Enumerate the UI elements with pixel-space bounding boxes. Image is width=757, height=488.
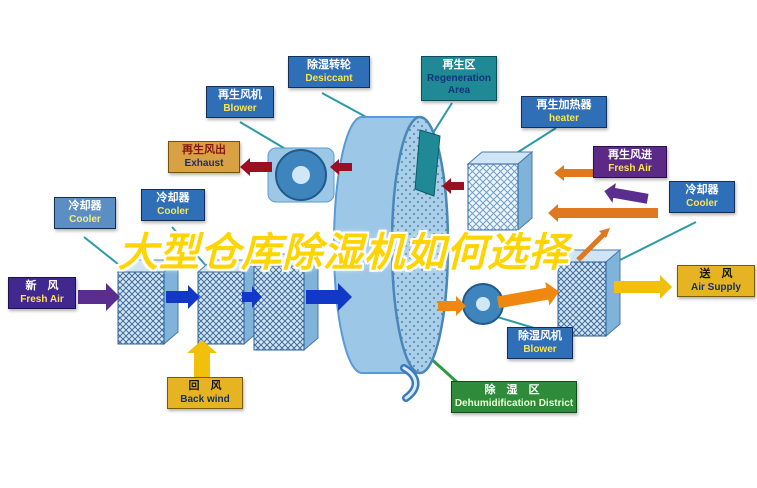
ahu-box-right bbox=[556, 248, 622, 338]
arrow-fresh-air-inlet bbox=[78, 283, 120, 311]
label-cooler-right-zh: 冷却器 bbox=[685, 184, 719, 196]
ahu-box-1 bbox=[116, 258, 180, 346]
arrow-air-supply bbox=[614, 275, 672, 299]
bypass-duct-icon bbox=[400, 364, 420, 402]
arrow-hot-air-to-wheel bbox=[442, 178, 464, 194]
regeneration-fan-icon bbox=[267, 147, 335, 203]
label-dehumid-blower: 除湿风机 Blower bbox=[507, 327, 573, 360]
label-regen-fresh-air: 再生风进 Fresh Air bbox=[593, 146, 667, 179]
label-dehumid-district-en: Dehumidification District bbox=[454, 397, 574, 409]
arrow-process-1 bbox=[166, 285, 200, 309]
label-regen-fresh-air-zh: 再生风进 bbox=[608, 149, 652, 161]
label-desiccant-wheel-zh: 除湿转轮 bbox=[307, 59, 351, 71]
label-dehumid-district-zh: 除 湿 区 bbox=[484, 384, 544, 396]
label-exhaust-en: Exhaust bbox=[184, 157, 224, 169]
label-back-wind-en: Back wind bbox=[180, 393, 230, 405]
label-regen-heater-en: heater bbox=[548, 112, 579, 124]
label-regeneration-area-zh: 再生区 bbox=[442, 59, 476, 71]
label-regen-heater-zh: 再生加热器 bbox=[536, 99, 592, 111]
arrow-dry-air-to-ahu bbox=[496, 281, 560, 309]
regeneration-sector bbox=[414, 129, 441, 197]
arrow-dry-air-out bbox=[438, 296, 466, 316]
arrow-regen-fresh-air bbox=[604, 183, 649, 204]
label-cooler-left-inner: 冷却器 Cooler bbox=[141, 189, 205, 222]
arrow-return-air bbox=[187, 340, 217, 382]
label-air-supply: 送 风 Air Supply bbox=[677, 265, 755, 298]
arrow-regen-exhaust-2 bbox=[240, 158, 272, 176]
label-cooler-left-inner-en: Cooler bbox=[157, 205, 189, 217]
page-title: 大型仓库除湿机如何选择 bbox=[118, 231, 569, 275]
label-dehumid-blower-en: Blower bbox=[523, 343, 557, 355]
label-exhaust: 再生风出 Exhaust bbox=[168, 141, 240, 174]
label-regen-fresh-air-en: Fresh Air bbox=[608, 162, 652, 174]
desiccant-wheel bbox=[333, 115, 450, 375]
arrow-process-2 bbox=[242, 286, 262, 308]
label-regen-heater: 再生加热器 heater bbox=[521, 96, 607, 129]
label-regen-blower: 再生风机 Blower bbox=[206, 86, 274, 119]
label-cooler-left-outer: 冷却器 Cooler bbox=[54, 197, 116, 230]
label-regen-blower-en: Blower bbox=[223, 102, 257, 114]
label-back-wind: 回 风 Back wind bbox=[167, 377, 243, 410]
label-back-wind-zh: 回 风 bbox=[188, 380, 222, 392]
label-air-supply-zh: 送 风 bbox=[699, 268, 733, 280]
label-dehumid-district: 除 湿 区 Dehumidification District bbox=[451, 381, 577, 414]
label-regen-blower-zh: 再生风机 bbox=[218, 89, 262, 101]
arrow-regen-exhaust-1 bbox=[330, 159, 352, 175]
label-cooler-right-en: Cooler bbox=[686, 197, 718, 209]
label-cooler-left-outer-en: Cooler bbox=[69, 213, 101, 225]
label-regeneration-area-en: Regeneration Area bbox=[427, 72, 491, 97]
label-fresh-air-zh: 新 风 bbox=[25, 280, 59, 292]
label-air-supply-en: Air Supply bbox=[690, 281, 741, 293]
label-fresh-air-en: Fresh Air bbox=[20, 293, 64, 305]
label-fresh-air: 新 风 Fresh Air bbox=[8, 277, 76, 310]
label-regeneration-area: 再生区 Regeneration Area bbox=[421, 56, 497, 101]
label-cooler-left-inner-zh: 冷却器 bbox=[156, 192, 190, 204]
arrow-regen-intake-mid bbox=[548, 204, 658, 222]
label-exhaust-zh: 再生风出 bbox=[182, 144, 226, 156]
label-dehumid-blower-zh: 除湿风机 bbox=[518, 330, 562, 342]
dehumidification-fan-icon bbox=[462, 283, 504, 325]
heater-box bbox=[466, 150, 534, 232]
label-cooler-left-outer-zh: 冷却器 bbox=[68, 200, 102, 212]
label-cooler-right: 冷却器 Cooler bbox=[669, 181, 735, 214]
label-desiccant-wheel-en: Desiccant bbox=[305, 72, 353, 84]
ahu-box-3 bbox=[252, 252, 320, 352]
arrow-regen-riser bbox=[576, 228, 610, 262]
label-desiccant-wheel: 除湿转轮 Desiccant bbox=[288, 56, 370, 89]
arrow-process-3 bbox=[306, 283, 352, 311]
